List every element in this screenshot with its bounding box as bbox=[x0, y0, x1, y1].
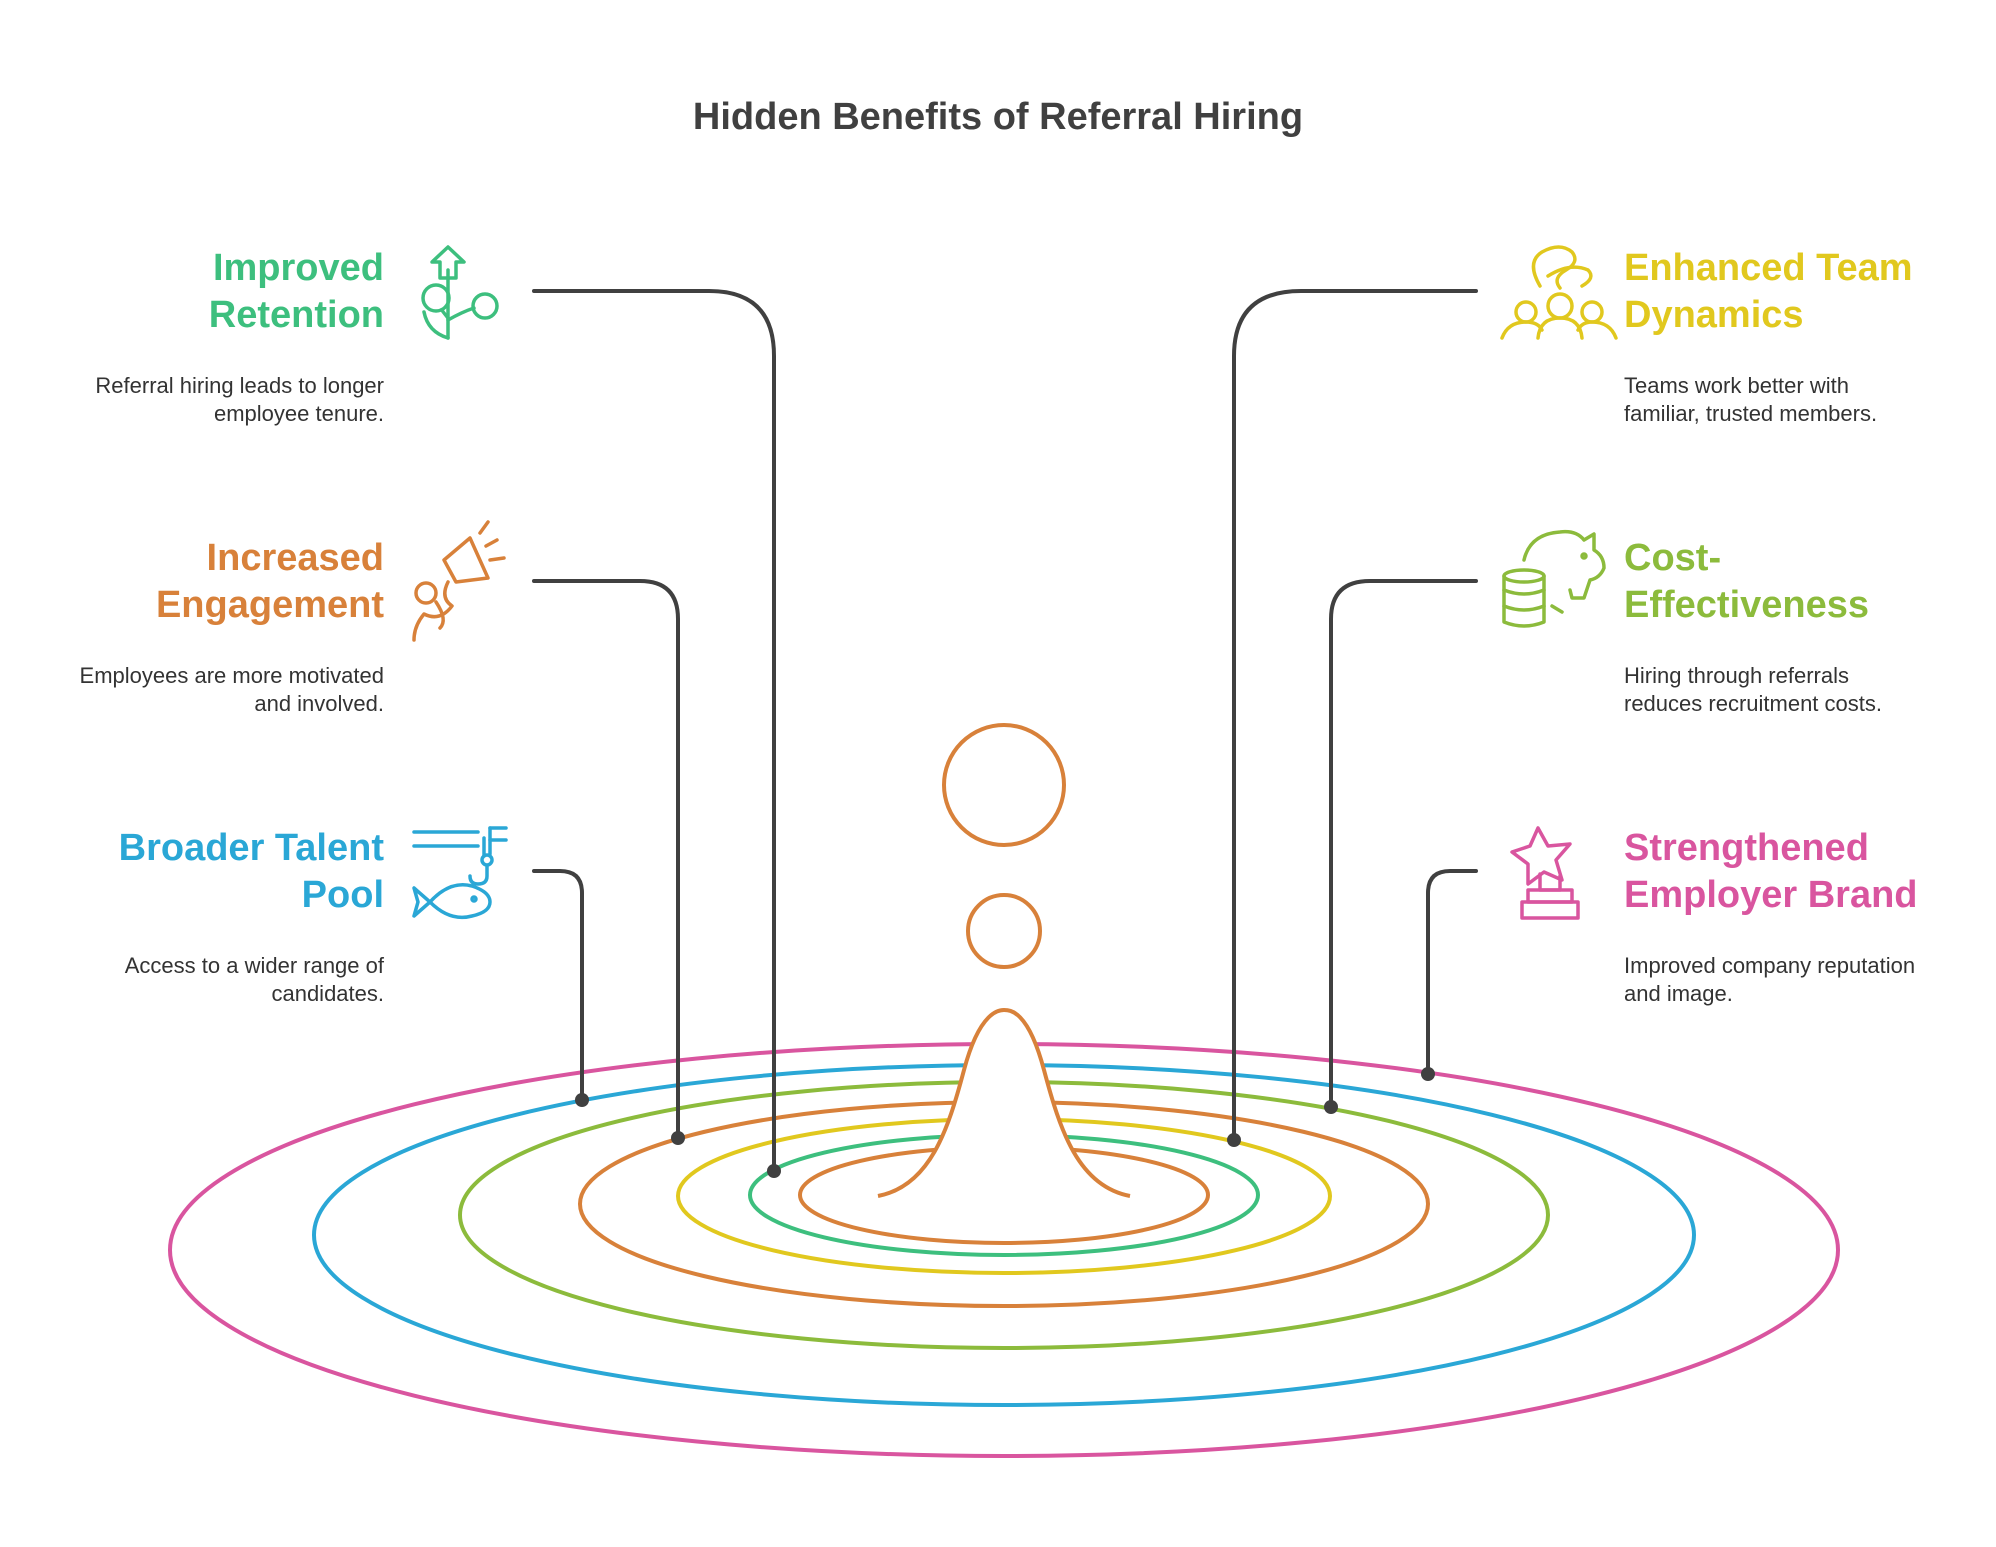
benefit-title-brand: Strengthened Employer Brand bbox=[1624, 825, 1984, 919]
star-trophy-icon bbox=[1510, 826, 1580, 920]
connector-talent bbox=[532, 869, 584, 1102]
benefit-desc-cost: Hiring through referrals reduces recruit… bbox=[1624, 662, 1984, 718]
benefit-title-line: Broader Talent bbox=[118, 827, 384, 869]
benefit-desc-retention: Referral hiring leads to longer employee… bbox=[0, 372, 384, 428]
connector-engagement bbox=[532, 579, 680, 1140]
benefit-desc-line: familiar, trusted members. bbox=[1624, 401, 1878, 426]
connector-dot-cost bbox=[1324, 1100, 1338, 1114]
page-title: Hidden Benefits of Referral Hiring bbox=[692, 96, 1304, 138]
megaphone-icon bbox=[412, 520, 506, 642]
benefit-title-engagement: Increased Engagement bbox=[24, 535, 384, 629]
benefit-title-line: Enhanced Team bbox=[1624, 247, 1913, 289]
benefit-desc-talent: Access to a wider range of candidates. bbox=[0, 952, 384, 1008]
benefit-title-line: Retention bbox=[208, 294, 384, 336]
splash-fill bbox=[878, 1010, 1130, 1196]
benefit-desc-line: Referral hiring leads to longer bbox=[95, 373, 384, 398]
benefit-title-line: Engagement bbox=[155, 584, 384, 626]
benefit-desc-line: Employees are more motivated bbox=[79, 663, 384, 688]
benefit-title-talent: Broader Talent Pool bbox=[24, 825, 384, 919]
benefit-title-line: Pool bbox=[301, 874, 384, 916]
team-icon bbox=[1500, 245, 1618, 340]
benefit-title-line: Effectiveness bbox=[1624, 584, 1870, 626]
benefit-title-line: Cost- bbox=[1624, 537, 1722, 579]
benefit-title-team: Enhanced Team Dynamics bbox=[1624, 245, 1984, 339]
benefit-desc-line: Access to a wider range of bbox=[124, 953, 384, 978]
connector-dot-retention bbox=[767, 1164, 781, 1178]
benefit-title-line: Increased bbox=[206, 537, 384, 579]
connector-brand bbox=[1426, 869, 1478, 1076]
connector-cost bbox=[1329, 579, 1478, 1109]
benefit-desc-line: Improved company reputation bbox=[1624, 953, 1916, 978]
benefit-desc-line: Hiring through referrals bbox=[1624, 663, 1849, 688]
benefit-title-cost: Cost- Effectiveness bbox=[1624, 535, 1984, 629]
connector-dot-talent bbox=[575, 1093, 589, 1107]
benefit-desc-line: Teams work better with bbox=[1624, 373, 1849, 398]
benefit-title-line: Strengthened bbox=[1624, 827, 1869, 869]
piggy-bank-icon bbox=[1502, 529, 1606, 628]
benefit-desc-line: reduces recruitment costs. bbox=[1624, 691, 1882, 716]
connector-dot-engagement bbox=[671, 1131, 685, 1145]
benefit-desc-brand: Improved company reputation and image. bbox=[1624, 952, 1984, 1008]
connector-dot-brand bbox=[1421, 1067, 1435, 1081]
benefit-desc-team: Teams work better with familiar, trusted… bbox=[1624, 372, 1984, 428]
droplet-small bbox=[966, 893, 1042, 969]
connector-team bbox=[1232, 289, 1478, 1142]
benefit-title-retention: Improved Retention bbox=[24, 245, 384, 339]
splash-peak bbox=[877, 1007, 1131, 1198]
benefit-title-line: Employer Brand bbox=[1624, 874, 1918, 916]
benefit-title-line: Improved bbox=[212, 247, 384, 289]
connector-dot-team bbox=[1227, 1133, 1241, 1147]
benefit-desc-line: candidates. bbox=[271, 981, 384, 1006]
benefit-desc-line: employee tenure. bbox=[214, 401, 384, 426]
plant-growth-icon bbox=[421, 245, 499, 340]
benefit-desc-line: and image. bbox=[1624, 981, 1733, 1006]
benefit-desc-line: and involved. bbox=[254, 691, 384, 716]
connector-retention bbox=[532, 289, 776, 1173]
benefit-title-line: Dynamics bbox=[1624, 294, 1804, 336]
fishing-icon bbox=[412, 826, 508, 920]
droplet-large bbox=[942, 723, 1066, 847]
benefit-desc-engagement: Employees are more motivated and involve… bbox=[0, 662, 384, 718]
